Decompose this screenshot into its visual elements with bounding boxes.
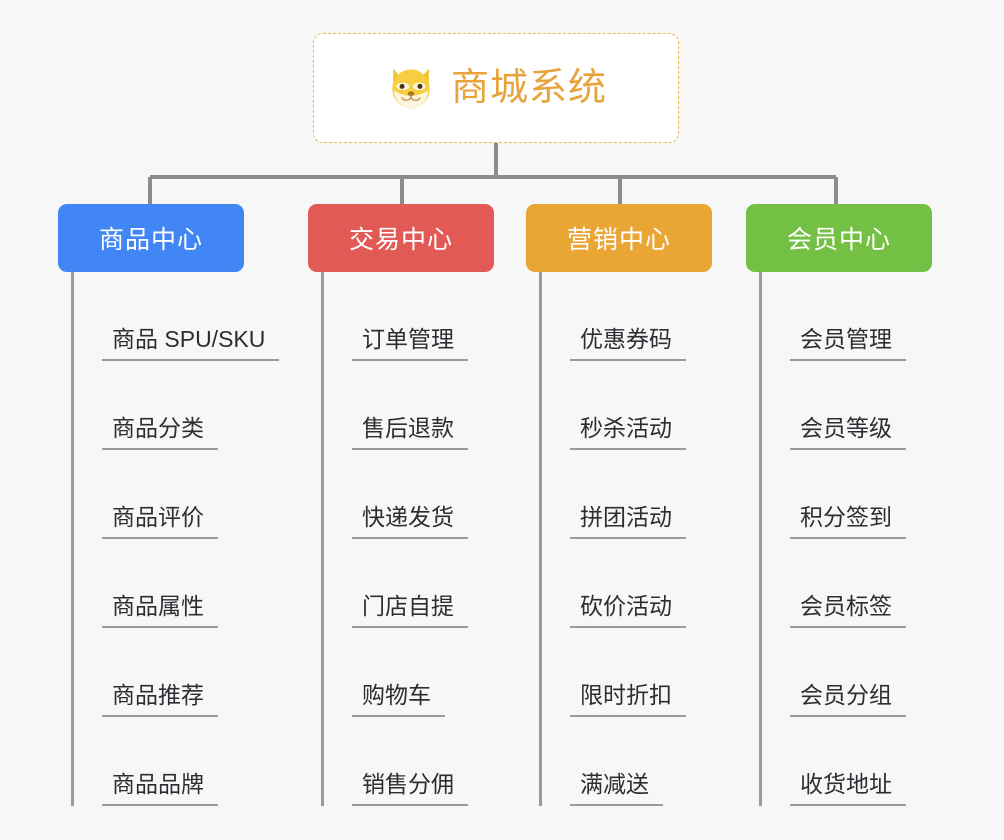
branch-header-label: 会员中心 bbox=[786, 226, 891, 254]
leaf-underline: 优惠券码 bbox=[570, 325, 686, 361]
leaf-item[interactable]: 拼团活动 bbox=[542, 450, 766, 539]
leaf-underline: 限时折扣 bbox=[570, 681, 686, 717]
leaf-item[interactable]: 商品属性 bbox=[74, 539, 298, 628]
branch-header-label: 交易中心 bbox=[348, 226, 453, 254]
leaf-underline: 会员标签 bbox=[790, 592, 906, 628]
root-title: 商城系统 bbox=[450, 67, 607, 109]
leaf-label: 商品分类 bbox=[112, 414, 204, 441]
branch-column-2: 营销中心 优惠券码 秒杀活动 拼团活动 砍价活动 bbox=[526, 204, 766, 806]
leaf-item[interactable]: 砍价活动 bbox=[542, 539, 766, 628]
leaf-item[interactable]: 商品推荐 bbox=[74, 628, 298, 717]
leaf-item[interactable]: 满减送 bbox=[542, 717, 766, 806]
leaf-item[interactable]: 秒杀活动 bbox=[542, 361, 766, 450]
leaf-label: 会员标签 bbox=[800, 592, 892, 619]
leaf-underline: 商品推荐 bbox=[102, 681, 218, 717]
leaf-list-2: 优惠券码 秒杀活动 拼团活动 砍价活动 限时折扣 bbox=[539, 272, 766, 806]
leaf-label: 快递发货 bbox=[362, 503, 454, 530]
leaf-item[interactable]: 快递发货 bbox=[324, 450, 548, 539]
leaf-underline: 商品属性 bbox=[102, 592, 218, 628]
leaf-underline: 门店自提 bbox=[352, 592, 468, 628]
leaf-underline: 销售分佣 bbox=[352, 770, 468, 806]
leaf-underline: 会员分组 bbox=[790, 681, 906, 717]
leaf-label: 商品品牌 bbox=[112, 770, 204, 797]
leaf-label: 商品 SPU/SKU bbox=[112, 325, 266, 352]
leaf-label: 商品推荐 bbox=[112, 681, 204, 708]
branch-header-3[interactable]: 会员中心 bbox=[746, 204, 932, 272]
leaf-underline: 砍价活动 bbox=[570, 592, 686, 628]
leaf-item[interactable]: 限时折扣 bbox=[542, 628, 766, 717]
leaf-label: 会员分组 bbox=[800, 681, 892, 708]
leaf-label: 积分签到 bbox=[800, 503, 892, 530]
leaf-label: 拼团活动 bbox=[580, 503, 672, 530]
leaf-underline: 售后退款 bbox=[352, 414, 468, 450]
leaf-underline: 会员等级 bbox=[790, 414, 906, 450]
leaf-label: 收货地址 bbox=[800, 770, 892, 797]
leaf-item[interactable]: 会员等级 bbox=[762, 361, 986, 450]
shiba-dog-face-icon bbox=[392, 68, 430, 111]
leaf-label: 购物车 bbox=[362, 681, 431, 708]
leaf-item[interactable]: 会员分组 bbox=[762, 628, 986, 717]
branch-header-2[interactable]: 营销中心 bbox=[526, 204, 712, 272]
leaf-label: 销售分佣 bbox=[362, 770, 454, 797]
leaf-item[interactable]: 购物车 bbox=[324, 628, 548, 717]
leaf-item[interactable]: 商品分类 bbox=[74, 361, 298, 450]
branch-column-0: 商品中心 商品 SPU/SKU 商品分类 商品评价 商品属性 bbox=[58, 204, 298, 806]
branch-header-0[interactable]: 商品中心 bbox=[58, 204, 244, 272]
leaf-label: 会员管理 bbox=[800, 325, 892, 352]
branch-column-3: 会员中心 会员管理 会员等级 积分签到 会员标签 bbox=[746, 204, 986, 806]
leaf-item[interactable]: 订单管理 bbox=[324, 272, 548, 361]
leaf-underline: 收货地址 bbox=[790, 770, 906, 806]
leaf-label: 商品评价 bbox=[112, 503, 204, 530]
leaf-label: 商品属性 bbox=[112, 592, 204, 619]
leaf-item[interactable]: 收货地址 bbox=[762, 717, 986, 806]
leaf-underline: 满减送 bbox=[570, 770, 663, 806]
branch-header-label: 营销中心 bbox=[566, 226, 671, 254]
leaf-label: 门店自提 bbox=[362, 592, 454, 619]
leaf-item[interactable]: 积分签到 bbox=[762, 450, 986, 539]
leaf-underline: 购物车 bbox=[352, 681, 445, 717]
leaf-underline: 会员管理 bbox=[790, 325, 906, 361]
leaf-item[interactable]: 商品评价 bbox=[74, 450, 298, 539]
leaf-underline: 商品品牌 bbox=[102, 770, 218, 806]
branch-header-label: 商品中心 bbox=[98, 226, 203, 254]
leaf-underline: 商品分类 bbox=[102, 414, 218, 450]
leaf-list-3: 会员管理 会员等级 积分签到 会员标签 会员分组 bbox=[759, 272, 986, 806]
leaf-underline: 商品 SPU/SKU bbox=[102, 325, 280, 361]
leaf-item[interactable]: 售后退款 bbox=[324, 361, 548, 450]
leaf-item[interactable]: 会员管理 bbox=[762, 272, 986, 361]
leaf-underline: 积分签到 bbox=[790, 503, 906, 539]
leaf-item[interactable]: 商品品牌 bbox=[74, 717, 298, 806]
leaf-underline: 拼团活动 bbox=[570, 503, 686, 539]
leaf-item[interactable]: 会员标签 bbox=[762, 539, 986, 628]
leaf-list-1: 订单管理 售后退款 快递发货 门店自提 购物车 bbox=[321, 272, 548, 806]
leaf-item[interactable]: 商品 SPU/SKU bbox=[74, 272, 298, 361]
leaf-label: 优惠券码 bbox=[580, 325, 672, 352]
root-node[interactable]: 商城系统 bbox=[313, 33, 679, 143]
leaf-label: 砍价活动 bbox=[580, 592, 672, 619]
leaf-underline: 秒杀活动 bbox=[570, 414, 686, 450]
leaf-label: 会员等级 bbox=[800, 414, 892, 441]
leaf-item[interactable]: 优惠券码 bbox=[542, 272, 766, 361]
leaf-list-0: 商品 SPU/SKU 商品分类 商品评价 商品属性 商品推荐 bbox=[71, 272, 298, 806]
leaf-underline: 订单管理 bbox=[352, 325, 468, 361]
leaf-underline: 快递发货 bbox=[352, 503, 468, 539]
leaf-label: 售后退款 bbox=[362, 414, 454, 441]
leaf-label: 秒杀活动 bbox=[580, 414, 672, 441]
branch-header-1[interactable]: 交易中心 bbox=[308, 204, 494, 272]
leaf-item[interactable]: 门店自提 bbox=[324, 539, 548, 628]
leaf-item[interactable]: 销售分佣 bbox=[324, 717, 548, 806]
leaf-label: 限时折扣 bbox=[580, 681, 672, 708]
leaf-label: 满减送 bbox=[580, 770, 649, 797]
branch-column-1: 交易中心 订单管理 售后退款 快递发货 门店自提 bbox=[308, 204, 548, 806]
leaf-underline: 商品评价 bbox=[102, 503, 218, 539]
leaf-label: 订单管理 bbox=[362, 325, 454, 352]
